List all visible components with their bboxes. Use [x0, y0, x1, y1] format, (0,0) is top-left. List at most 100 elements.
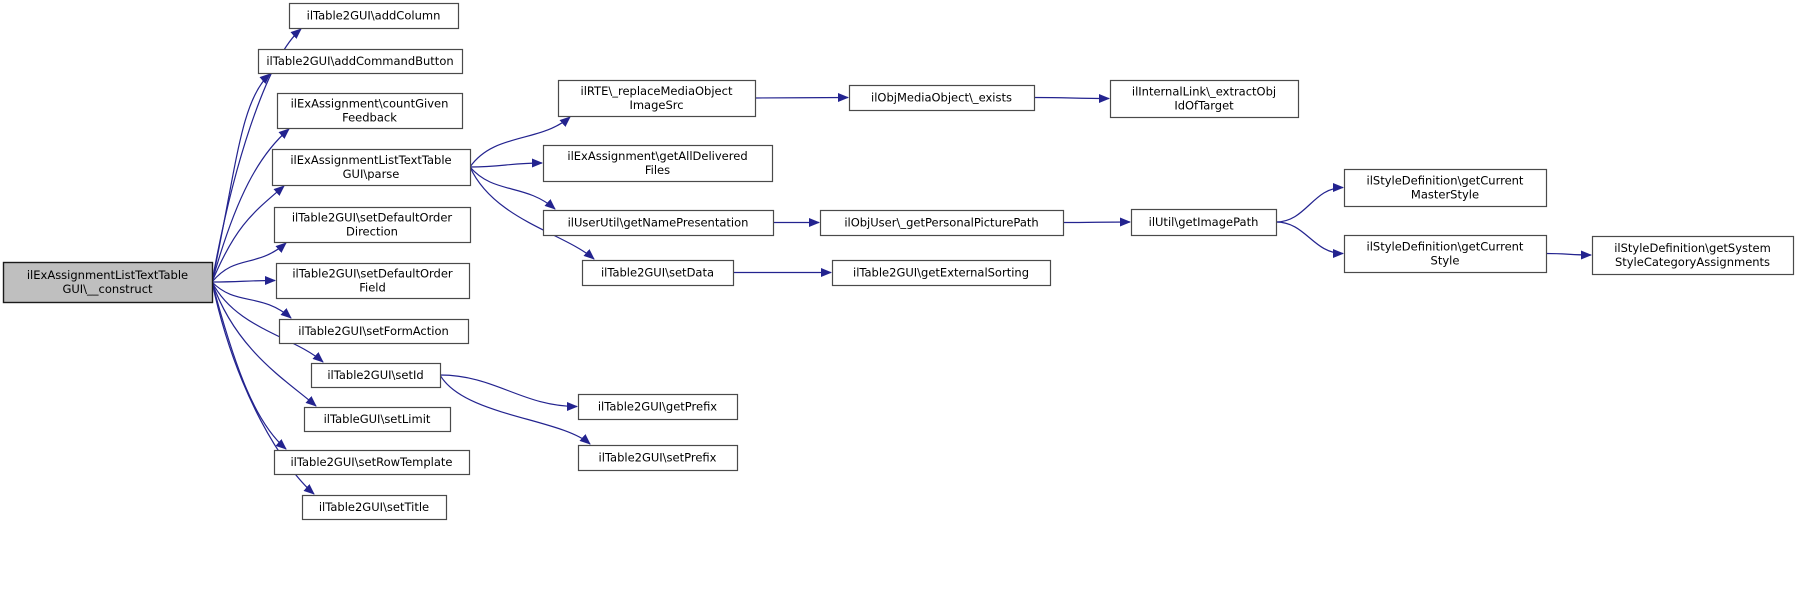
node-label: ilTable2GUI\getPrefix — [598, 400, 717, 414]
node-box — [275, 262, 471, 300]
node-label: ilStyleDefinition\getCurrent — [1367, 240, 1524, 254]
node-get-system-style-category-assignments[interactable]: ilStyleDefinition\getSystemStyleCategory… — [1591, 235, 1795, 276]
node-box — [1130, 208, 1278, 237]
edge-get-image-path-get-current-master-style — [1275, 183, 1344, 223]
edge-construct-parse — [211, 185, 285, 283]
node-set-title[interactable]: ilTable2GUI\setTitle — [301, 494, 448, 521]
edge-get-current-style-get-system-style-category-assignments — [1545, 250, 1592, 260]
node-label: GUI\__construct — [62, 282, 153, 296]
node-box — [2, 261, 214, 304]
node-label: Feedback — [342, 111, 397, 125]
edge-get-image-path-get-current-style — [1275, 221, 1344, 258]
edge-construct-set-title — [211, 281, 315, 495]
node-label: Field — [359, 281, 386, 295]
node-label: ilTable2GUI\setData — [601, 266, 714, 280]
edge-construct-add-command-button — [211, 73, 271, 283]
node-set-prefix[interactable]: ilTable2GUI\setPrefix — [577, 444, 739, 472]
node-box — [1343, 234, 1548, 274]
node-box — [271, 148, 472, 187]
edge-construct-set-id — [211, 281, 324, 363]
node-label: ilTableGUI\setLimit — [324, 412, 431, 426]
node-box — [278, 318, 470, 345]
node-get-name-presentation[interactable]: ilUserUtil\getNamePresentation — [542, 209, 775, 237]
node-get-personal-picture-path[interactable]: ilObjUser\_getPersonalPicturePath — [819, 209, 1065, 237]
edge-construct-count-given-feedback — [211, 128, 290, 283]
node-box — [542, 209, 775, 237]
node-label: ilTable2GUI\setPrefix — [599, 451, 717, 465]
node-add-column[interactable]: ilTable2GUI\addColumn — [288, 2, 460, 30]
node-label: Style — [1431, 254, 1460, 268]
node-set-data[interactable]: ilTable2GUI\setData — [581, 259, 735, 287]
node-get-image-path[interactable]: ilUtil\getImagePath — [1130, 208, 1278, 237]
node-label: ilTable2GUI\setDefaultOrder — [292, 211, 453, 225]
node-box — [273, 449, 471, 476]
node-box — [310, 362, 442, 389]
node-label: MasterStyle — [1411, 188, 1479, 202]
node-box — [303, 406, 452, 433]
edge-construct-set-limit — [211, 281, 317, 407]
node-label: Direction — [346, 225, 398, 239]
node-label: ilRTE\_replaceMediaObject — [581, 84, 733, 98]
node-label: Files — [645, 163, 670, 177]
node-label: ilTable2GUI\addCommandButton — [266, 54, 453, 68]
edge-replace-media-object-image-src-media-object-exists — [754, 93, 849, 103]
node-set-form-action[interactable]: ilTable2GUI\setFormAction — [278, 318, 470, 345]
node-media-object-exists[interactable]: ilObjMediaObject\_exists — [848, 84, 1036, 112]
node-box — [557, 79, 757, 118]
node-label: ilStyleDefinition\getSystem — [1614, 241, 1771, 255]
node-label: ilUtil\getImagePath — [1149, 215, 1259, 229]
node-get-external-sorting[interactable]: ilTable2GUI\getExternalSorting — [831, 259, 1052, 287]
edge-construct-set-form-action — [211, 281, 292, 319]
node-box — [577, 444, 739, 472]
node-box — [819, 209, 1065, 237]
edge-construct-set-default-order-field — [211, 276, 276, 286]
node-set-limit[interactable]: ilTableGUI\setLimit — [303, 406, 452, 433]
node-label: ilExAssignmentListTextTable — [27, 268, 188, 282]
node-box — [288, 2, 460, 30]
edge-set-id-get-prefix — [439, 374, 578, 411]
edge-construct-set-row-template — [211, 281, 287, 450]
node-box — [1109, 79, 1300, 119]
edge-get-personal-picture-path-get-image-path — [1062, 217, 1131, 227]
node-label: ilTable2GUI\addColumn — [307, 9, 441, 23]
edge-set-id-set-prefix — [439, 374, 591, 445]
node-box — [542, 144, 774, 183]
node-construct[interactable]: ilExAssignmentListTextTableGUI\__constru… — [2, 261, 214, 304]
node-label: IdOfTarget — [1174, 99, 1234, 113]
node-get-prefix[interactable]: ilTable2GUI\getPrefix — [577, 393, 739, 421]
node-label: ilStyleDefinition\getCurrent — [1367, 174, 1524, 188]
node-box — [831, 259, 1052, 287]
node-label: ilObjUser\_getPersonalPicturePath — [844, 216, 1038, 230]
node-label: ilTable2GUI\getExternalSorting — [853, 266, 1029, 280]
edge-parse-set-data — [469, 166, 595, 260]
node-set-row-template[interactable]: ilTable2GUI\setRowTemplate — [273, 449, 471, 476]
node-label: ImageSrc — [629, 98, 683, 112]
node-label: ilTable2GUI\setTitle — [319, 500, 429, 514]
edge-parse-get-all-delivered-files — [469, 158, 543, 168]
node-add-command-button[interactable]: ilTable2GUI\addCommandButton — [257, 48, 464, 75]
edge-parse-get-name-presentation — [469, 166, 556, 210]
node-label: ilUserUtil\getNamePresentation — [568, 216, 749, 230]
node-label: ilInternalLink\_extractObj — [1132, 85, 1276, 99]
node-label: ilObjMediaObject\_exists — [871, 91, 1012, 105]
node-label: GUI\parse — [343, 167, 400, 181]
edge-media-object-exists-extract-obj-id-of-target — [1033, 93, 1110, 103]
node-label: ilTable2GUI\setFormAction — [298, 324, 449, 338]
node-label: ilExAssignmentListTextTable — [290, 153, 451, 167]
node-set-id[interactable]: ilTable2GUI\setId — [310, 362, 442, 389]
node-box — [1591, 235, 1795, 276]
node-box — [577, 393, 739, 421]
node-label: ilTable2GUI\setDefaultOrder — [292, 267, 453, 281]
node-label: ilExAssignment\countGiven — [291, 97, 449, 111]
node-box — [257, 48, 464, 75]
